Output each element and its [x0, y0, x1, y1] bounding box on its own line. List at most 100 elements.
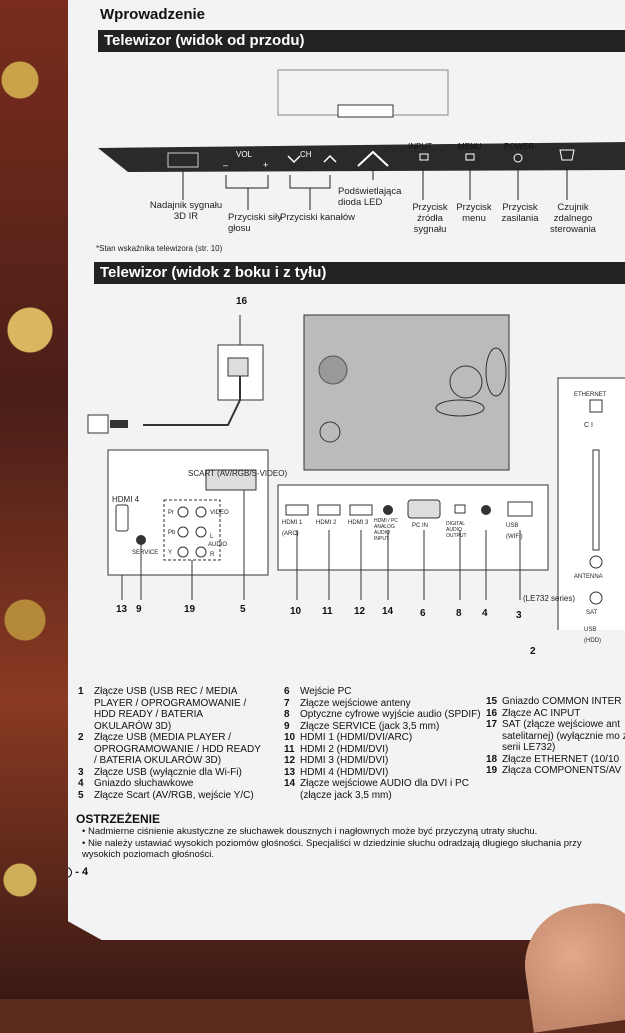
legend-text: Gniazdo słuchawkowe — [94, 778, 194, 789]
callout-3d-ir: Nadajnik sygnału 3D IR — [149, 200, 223, 222]
section-heading: Wprowadzenie — [100, 6, 206, 23]
list_col2-item: 14 Złącze wejściowe AUDIO dla DVI i PC (z… — [284, 778, 494, 801]
legend-text: Złącze SERVICE (jack 3,5 mm) — [300, 720, 440, 732]
legend-text: HDMI 2 (HDMI/DVI) — [300, 743, 389, 755]
legend-text: Złącza COMPONENTS/AV — [502, 765, 622, 776]
legend-text: Złącze USB (USB REC / MEDIA PLAYER / OPR… — [94, 686, 247, 732]
legend-text: Złącze AC INPUT — [502, 707, 581, 719]
list_col1-item: 2 Złącze USB (MEDIA PLAYER / OPROGRAMOWAN… — [78, 732, 263, 767]
list_col3-item: 19 Złącza COMPONENTS/AV — [486, 765, 625, 777]
legend-text: Optyczne cyfrowe wyjście audio (SPDIF) — [300, 709, 481, 720]
side-view-title: Telewizor (widok z boku i z tyłu) — [94, 262, 625, 284]
legend-number: 16 — [486, 707, 498, 719]
callout-input: Przycisk źródła sygnału — [412, 202, 448, 235]
legend-number: 12 — [284, 755, 296, 766]
ci-label: C I — [584, 422, 593, 429]
y-label: Y — [168, 550, 173, 556]
vol-label: VOL — [236, 150, 253, 159]
legend-number: 7 — [284, 697, 290, 709]
list_col2-item: 6 Wejście PC — [284, 686, 494, 698]
manual-page: Wprowadzenie Telewizor (widok od przodu)… — [68, 0, 625, 940]
digital-audio-label: DIGITAL AUDIO OUTPUT — [446, 521, 467, 539]
legend-number: 17 — [486, 719, 498, 730]
callout-number-14: 14 — [382, 606, 394, 617]
ethernet-label: ETHERNET — [574, 392, 607, 398]
input-label: INPUT — [408, 142, 432, 151]
legend-number: 19 — [486, 765, 498, 776]
callout-number-10: 10 — [290, 606, 302, 617]
warning-item-1: • Nadmierne ciśnienie akustyczne ze słuc… — [82, 826, 538, 837]
page-number: PL- 4 — [68, 866, 89, 878]
callout-number-16: 16 — [236, 296, 248, 307]
pc-in-label: PC IN — [412, 523, 429, 529]
callout-number-13: 13 — [116, 604, 128, 615]
video-label: VIDEO — [210, 510, 229, 516]
legend-number: 6 — [284, 686, 290, 697]
le732-label: (LE732 series) — [523, 594, 576, 603]
audio-label: AUDIO — [208, 542, 228, 548]
legend-text: Wejście PC — [300, 686, 352, 697]
hdmi2-label: HDMI 2 — [316, 520, 337, 526]
callout-menu: Przycisk menu — [456, 202, 492, 224]
list_col1-item: 3 Złącze USB (wyłącznie dla Wi-Fi) — [78, 767, 263, 779]
warning-item-2: • Nie należy ustawiać wysokich poziomów … — [82, 838, 582, 860]
front-panel-diagram: VOL CH INPUT MENU POWER – + — [98, 69, 625, 210]
legend-text: HDMI 3 (HDMI/DVI) — [300, 755, 389, 766]
callout-number-2: 2 — [530, 646, 536, 657]
hdmi4-label: HDMI 4 — [112, 495, 140, 504]
list_col2-item: 7 Złącze wejściowe anteny — [284, 698, 494, 710]
callout-volume: Przyciski siły głosu — [228, 212, 282, 234]
list_col2-item: 12 HDMI 3 (HDMI/DVI) — [284, 755, 494, 767]
callout-number-19: 19 — [184, 604, 196, 615]
callout-led: Podświetlająca dioda LED — [338, 186, 402, 208]
legend-number: 13 — [284, 766, 296, 778]
service-label: SERVICE — [132, 550, 159, 556]
legend-number: 14 — [284, 778, 296, 789]
legend-text: SAT (złącze wejściowe ant satelitarnej) … — [502, 719, 625, 753]
callout-number-3: 3 — [516, 610, 522, 621]
usb-wifi-label: USB (WIFI) — [506, 523, 523, 540]
menu-label: MENU — [458, 142, 482, 151]
legend-number: 9 — [284, 720, 290, 732]
l-label: L — [210, 534, 214, 540]
power-label: POWER — [504, 142, 534, 151]
legend-text: Złącze wejściowe anteny — [300, 697, 411, 709]
legend-number: 3 — [78, 766, 84, 778]
legend-text: Gniazdo COMMON INTER — [502, 696, 622, 707]
callout-number-4: 4 — [482, 608, 488, 619]
legend-text: Złącze wejściowe AUDIO dla DVI i PC (złą… — [300, 778, 469, 801]
legend-number: 11 — [284, 743, 295, 755]
callout-number-12: 12 — [354, 606, 366, 617]
legend-text: Złącze USB (wyłącznie dla Wi-Fi) — [94, 766, 242, 778]
callout-number-9: 9 — [136, 604, 142, 615]
legend-text: Złącze USB (MEDIA PLAYER / OPROGRAMOWANI… — [94, 732, 261, 766]
plus-label: + — [263, 160, 268, 170]
legend-text: Złącze ETHERNET (10/10 — [502, 753, 620, 765]
r-label: R — [210, 552, 215, 558]
list_col2-item: 9 Złącze SERVICE (jack 3,5 mm) — [284, 721, 494, 733]
legend-number: 15 — [486, 696, 498, 707]
legend-number: 18 — [486, 753, 498, 765]
ch-label: CH — [300, 150, 312, 159]
hdmi1-label: HDMI 1 (ARC) — [282, 520, 303, 537]
front-view-title: Telewizor (widok od przodu) — [98, 30, 625, 52]
callout-remote-sensor: Czujnik zdalnego sterowania — [550, 202, 596, 235]
page-label: - 4 — [75, 866, 89, 878]
list_col3-item: 16 Złącze AC INPUT — [486, 708, 625, 720]
hdmi-pc-label: HDMI / PC ANALOG AUDIO INPUT — [374, 518, 398, 542]
callout-number-6: 6 — [420, 608, 426, 619]
legend-number: 2 — [78, 732, 84, 743]
list_col3-item: 18 Złącze ETHERNET (10/10 — [486, 754, 625, 766]
hdmi3-label: HDMI 3 — [348, 520, 369, 526]
legend-number: 4 — [78, 778, 84, 789]
callout-number-8: 8 — [456, 608, 462, 619]
list_col2-item: 11 HDMI 2 (HDMI/DVI) — [284, 744, 494, 756]
scart-label: SCART (AV/RGB/S-VIDEO) — [188, 469, 288, 478]
